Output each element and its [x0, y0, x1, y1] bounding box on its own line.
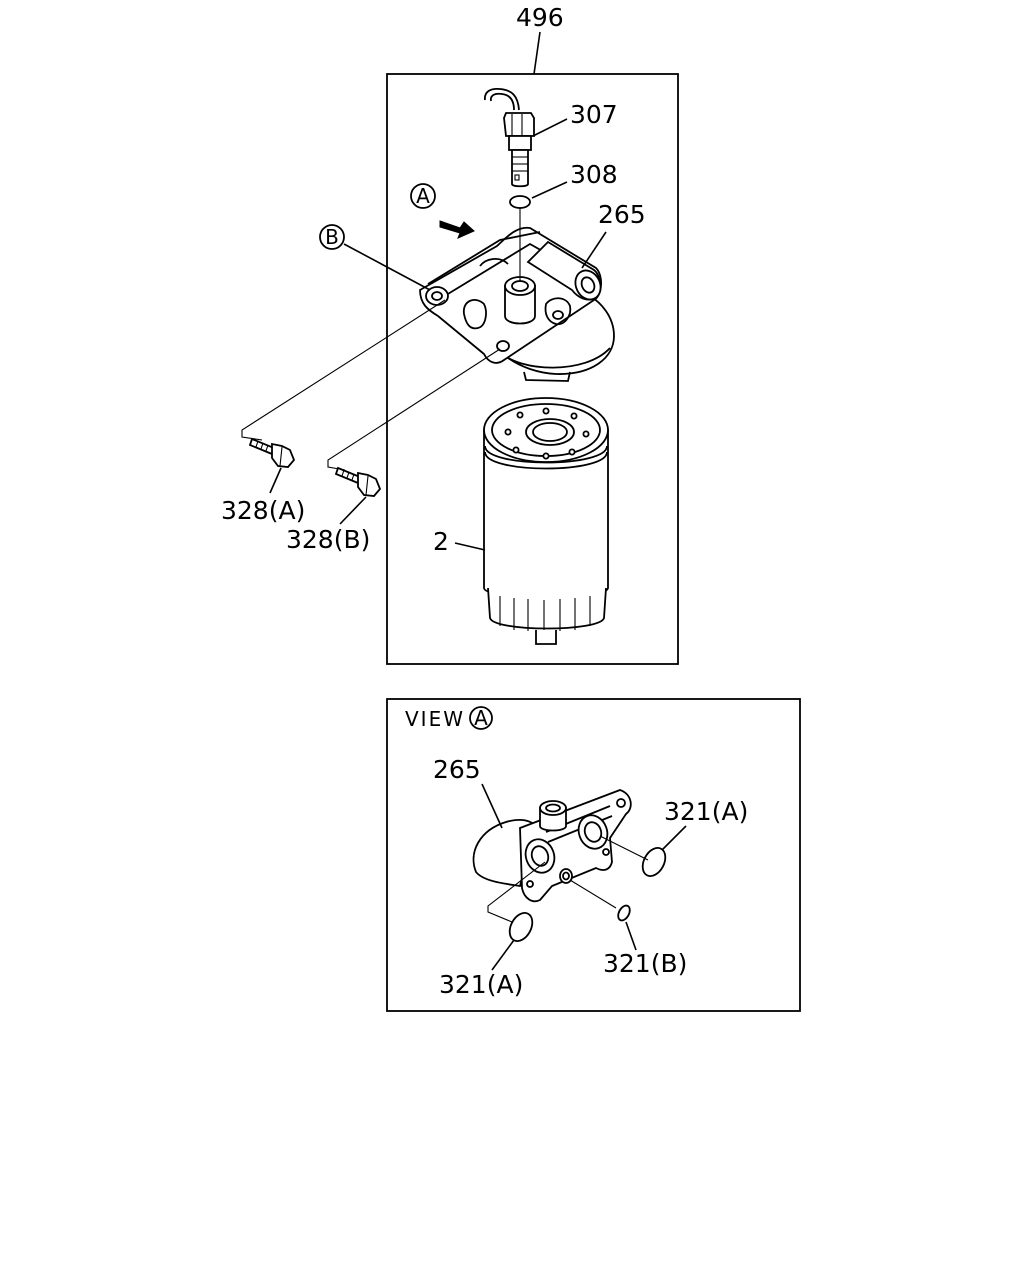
- detail-view-frame: [386, 698, 801, 1012]
- oring-321b-part: [617, 904, 631, 922]
- cartridge-leader: [454, 542, 486, 551]
- sensor-307-part: [484, 87, 535, 188]
- head-leader: [581, 231, 607, 269]
- oring-a-left-callout: 321(A): [439, 970, 523, 999]
- detail-head-265-part: [472, 789, 632, 903]
- o-ring-leader: [531, 181, 568, 199]
- sensor-leader: [532, 118, 568, 137]
- oring-b-assembly-line: [569, 879, 617, 909]
- cartridge-2-part: [483, 397, 609, 645]
- oring-b-callout: 321(B): [603, 949, 687, 978]
- filter-head-265-part: [419, 226, 615, 382]
- oring-b-leader: [625, 921, 637, 951]
- assembly-label: 496: [516, 3, 564, 32]
- oring-a-left-leader: [491, 939, 515, 971]
- detail-view-title-marker: A: [469, 706, 493, 730]
- oring-321a-left-part: [508, 912, 534, 942]
- head-callout: 265: [598, 200, 646, 229]
- cartridge-callout: 2: [433, 527, 449, 556]
- svg-text:A: A: [474, 706, 488, 730]
- main-view: 496 307 308 A: [221, 3, 679, 665]
- oring-a-right-assembly-line: [599, 835, 649, 861]
- detail-view-a: VIEW A 265: [386, 698, 801, 1012]
- bolt-b-callout: 328(B): [286, 525, 370, 554]
- o-ring-callout: 308: [570, 160, 618, 189]
- view-a-marker: A: [410, 183, 436, 209]
- view-direction-arrow-icon: [439, 220, 475, 239]
- bolt-a-callout: 328(A): [221, 496, 305, 525]
- detail-head-callout: 265: [433, 755, 481, 784]
- bolt-328b-part: [334, 466, 382, 497]
- bolt-a-leader: [269, 467, 282, 494]
- bolt-b-assembly-line: [327, 348, 501, 471]
- bolt-b-leader: [339, 496, 367, 525]
- oring-a-right-leader: [661, 825, 687, 851]
- detail-head-leader: [481, 783, 503, 829]
- svg-text:B: B: [325, 225, 339, 249]
- point-b-leader: [343, 243, 431, 291]
- main-view-frame: [386, 73, 679, 665]
- assembly-leader: [533, 31, 541, 75]
- bolt-328a-part: [248, 437, 296, 468]
- detail-view-title: VIEW: [405, 707, 465, 731]
- oring-a-left-assembly-line: [487, 861, 546, 923]
- oring-321a-right-part: [641, 847, 667, 877]
- svg-text:A: A: [416, 184, 430, 208]
- bolt-a-assembly-line: [241, 299, 446, 441]
- sensor-callout: 307: [570, 100, 618, 129]
- point-b-marker: B: [319, 224, 345, 250]
- oring-a-right-callout: 321(A): [664, 797, 748, 826]
- o-ring-308-part: [509, 195, 531, 209]
